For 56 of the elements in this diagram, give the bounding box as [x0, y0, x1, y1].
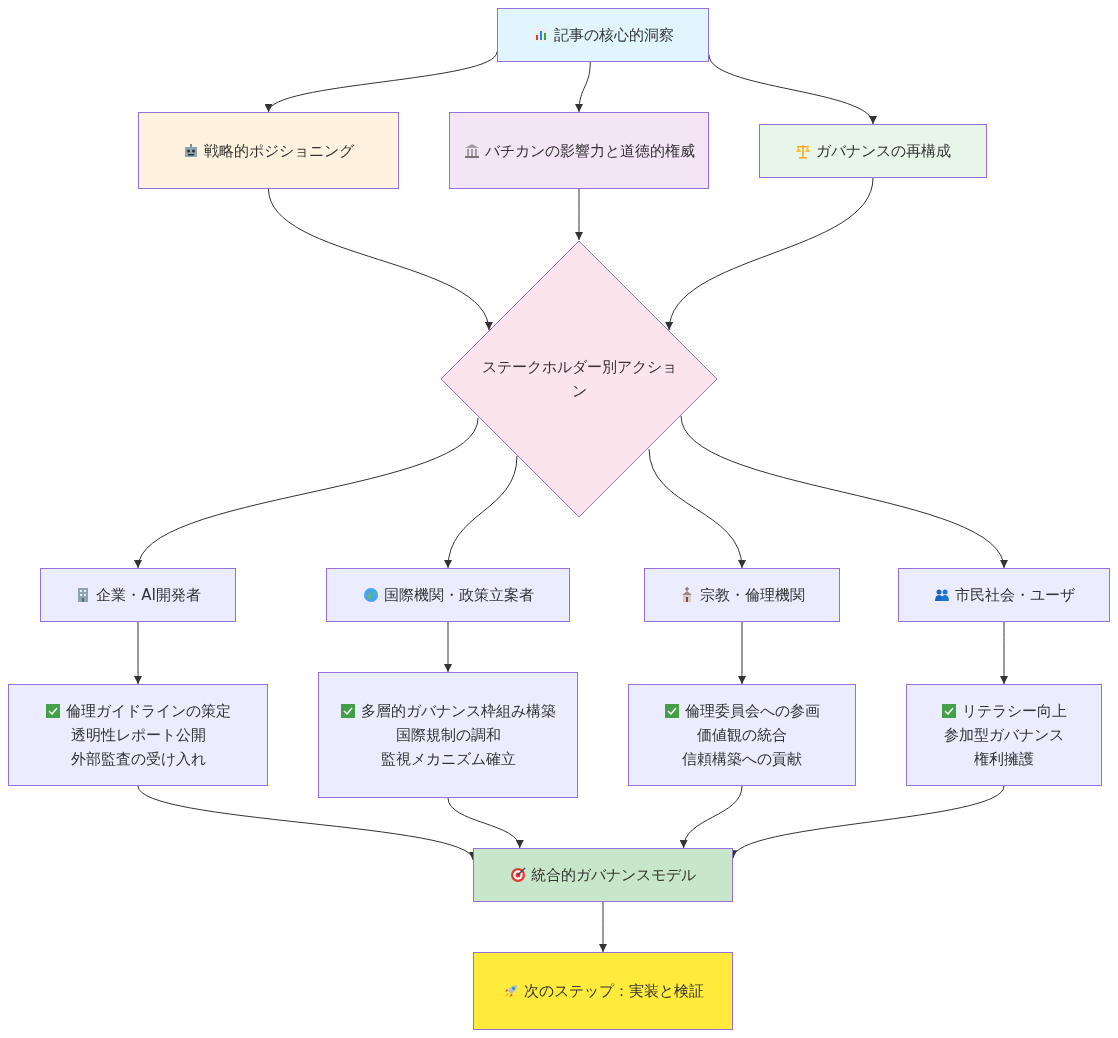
node-label: 権利擁護	[974, 749, 1034, 770]
node-label: 倫理ガイドラインの策定	[66, 701, 231, 722]
arrow	[137, 785, 474, 861]
node-label: リテラシー向上	[962, 701, 1067, 722]
arrow	[738, 621, 746, 685]
node-label: 外部監査の受け入れ	[70, 749, 206, 770]
node-label: 国際規制の調和	[395, 725, 501, 746]
process-box	[8, 684, 268, 786]
node-label: 倫理委員会への参画	[685, 701, 820, 722]
arrow	[680, 785, 743, 849]
process-box	[473, 848, 733, 902]
arrow	[575, 188, 583, 241]
arrow	[447, 797, 522, 849]
node-label: 信頼構築への貢献	[682, 749, 802, 770]
process-box	[40, 568, 236, 622]
arrow	[575, 61, 591, 113]
arrow	[444, 455, 518, 569]
process-box	[497, 8, 709, 62]
node-label: ガバナンスの再構成	[816, 141, 951, 162]
node-label: 参加型ガバナンス	[944, 725, 1064, 746]
node-label: 多層的ガバナンス枠組み構築	[361, 701, 556, 722]
arrow	[137, 417, 479, 569]
arrow	[599, 901, 607, 953]
arrow	[1000, 621, 1008, 685]
arrow	[444, 621, 452, 673]
node-label: 記事の核心的洞察	[553, 25, 674, 46]
process-box	[473, 952, 733, 1030]
arrow	[666, 177, 874, 331]
process-box	[326, 568, 570, 622]
node-label: 透明性レポート公開	[70, 725, 206, 746]
process-box	[138, 112, 399, 189]
arrow	[732, 785, 1005, 859]
arrow	[680, 415, 1006, 569]
arrow	[268, 51, 498, 113]
node-label: 次のステップ：実装と検証	[523, 981, 704, 1002]
node-label: 宗教・倫理機関	[700, 585, 805, 606]
node-label: 企業・AI開発者	[96, 585, 201, 606]
node-label: 国際機関・政策立案者	[383, 585, 534, 606]
process-box	[759, 124, 987, 178]
arrow	[648, 448, 745, 569]
process-box	[898, 568, 1110, 622]
process-box	[449, 112, 709, 189]
process-box	[644, 568, 840, 622]
node-label: 価値観の統合	[697, 725, 787, 746]
process-box	[906, 684, 1102, 786]
node-label: 戦略的ポジショニング	[204, 140, 354, 162]
arrow	[268, 188, 491, 331]
node-label: バチカンの影響力と道徳的権威	[484, 140, 695, 162]
node-label: 市民社会・ユーザ	[954, 585, 1075, 606]
arrow	[134, 621, 142, 685]
process-box	[318, 672, 578, 798]
node-label: ステークホルダー別アクション	[481, 358, 677, 400]
node-label: 統合的ガバナンスモデル	[531, 865, 696, 886]
process-box	[628, 684, 856, 786]
node-label: 監視メカニズム確立	[380, 749, 516, 770]
decision-diamond	[440, 240, 718, 518]
